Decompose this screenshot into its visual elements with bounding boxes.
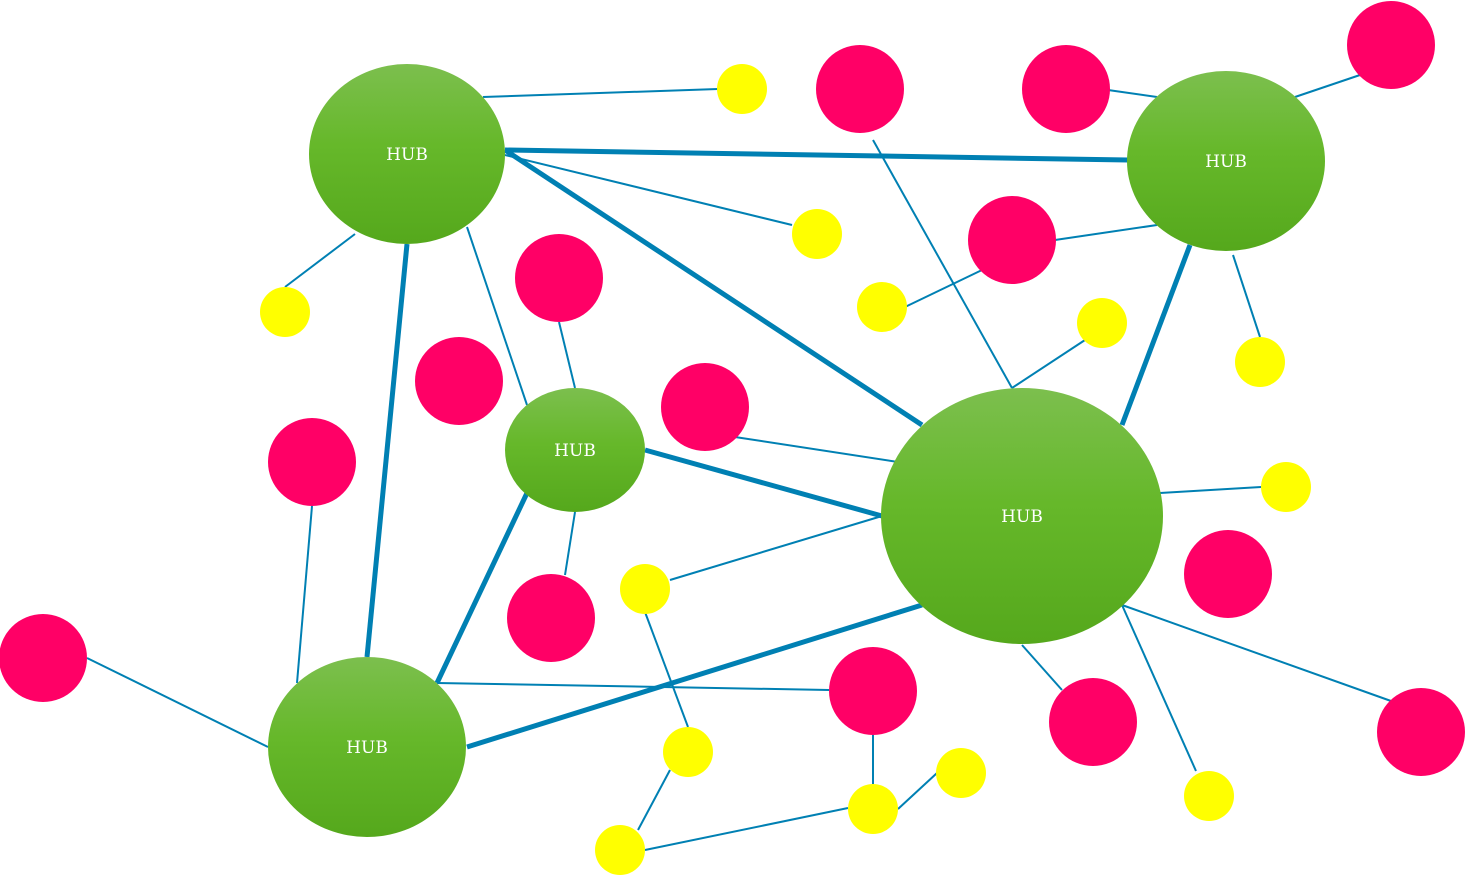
- node-link-edge: [1121, 604, 1392, 702]
- node-link-edge: [637, 769, 671, 831]
- hub-circle: [505, 388, 645, 512]
- node-link-edge: [86, 657, 269, 748]
- node-link-edge: [1159, 486, 1262, 494]
- hub-node-h5: HUB: [268, 657, 466, 837]
- node-link-edge: [482, 88, 719, 98]
- node-link-edge: [904, 269, 983, 308]
- pink-node: [515, 234, 603, 322]
- pink-node: [1184, 530, 1272, 618]
- pink-node: [1347, 1, 1435, 89]
- hub-node-h4: HUB: [881, 388, 1163, 644]
- node-link-edge: [897, 772, 938, 810]
- pink-node: [1022, 45, 1110, 133]
- node-link-edge: [1021, 644, 1063, 691]
- hub-label: HUB: [554, 441, 596, 461]
- yellow-node: [1261, 462, 1311, 512]
- pink-node: [968, 196, 1056, 284]
- hub-circle: [881, 388, 1163, 644]
- pink-node: [0, 614, 87, 702]
- pink-node: [507, 574, 595, 662]
- pink-node: [1049, 678, 1137, 766]
- hub-label: HUB: [1001, 507, 1043, 527]
- node-link-edge: [466, 226, 528, 406]
- pink-node: [829, 647, 917, 735]
- node-link-edge: [1107, 89, 1158, 98]
- hub-circle: [1127, 71, 1325, 251]
- yellow-node: [620, 564, 670, 614]
- hub-link-edge: [364, 243, 410, 658]
- node-link-edge: [734, 436, 899, 463]
- hub-label: HUB: [346, 738, 388, 758]
- hub-link-edge: [466, 602, 923, 750]
- hub-circle: [309, 64, 505, 244]
- node-link-edge: [564, 511, 576, 576]
- yellow-node: [792, 209, 842, 259]
- yellow-node: [717, 64, 767, 114]
- yellow-node: [936, 748, 986, 798]
- pink-node: [661, 363, 749, 451]
- node-link-edge: [644, 807, 849, 851]
- node-link-edge: [872, 139, 1013, 389]
- yellow-node: [663, 727, 713, 777]
- yellow-node: [848, 784, 898, 834]
- yellow-node: [595, 825, 645, 875]
- yellow-node: [1077, 298, 1127, 348]
- hub-label: HUB: [386, 145, 428, 165]
- node-link-edge: [558, 321, 576, 389]
- pink-node: [268, 418, 356, 506]
- hub-link-edge: [1119, 244, 1193, 426]
- node-link-edge: [669, 515, 883, 581]
- hub-circle: [268, 657, 466, 837]
- node-link-edge: [1011, 339, 1086, 389]
- yellow-node: [260, 287, 310, 337]
- node-link-edge: [504, 154, 793, 226]
- node-link-edge: [296, 505, 313, 684]
- node-link-edge: [1294, 74, 1361, 98]
- yellow-node: [1184, 771, 1234, 821]
- yellow-node: [1235, 337, 1285, 387]
- node-link-edge: [436, 682, 830, 691]
- hub-link-edge: [644, 447, 883, 519]
- pink-node: [1377, 688, 1465, 776]
- node-link-edge: [1054, 224, 1158, 241]
- yellow-node: [857, 282, 907, 332]
- hub-link-edge: [504, 147, 1129, 163]
- edges: [86, 74, 1392, 851]
- node-link-edge: [1232, 254, 1261, 338]
- hub-link-edge: [503, 147, 924, 428]
- hub-label: HUB: [1205, 152, 1247, 172]
- hub-node-h2: HUB: [1127, 71, 1325, 251]
- pink-node: [415, 337, 503, 425]
- node-link-edge: [1121, 604, 1197, 772]
- node-link-edge: [284, 233, 356, 288]
- hub-node-h1: HUB: [309, 64, 505, 244]
- hub-node-h3: HUB: [505, 388, 645, 512]
- pink-node: [816, 45, 904, 133]
- hub-link-edge: [434, 491, 530, 685]
- node-link-edge: [644, 611, 689, 728]
